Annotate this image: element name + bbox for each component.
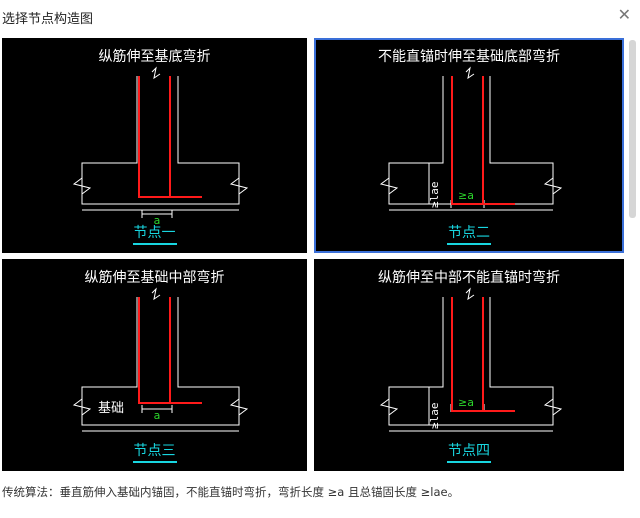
node-1-label: 节点一 xyxy=(132,222,177,245)
node-option-3[interactable]: 基础 a 纵筋伸至基础中部弯折 节点三 xyxy=(2,259,307,471)
node-1-title: 纵筋伸至基底弯折 xyxy=(98,49,211,65)
node-3-dim-text: a xyxy=(154,409,161,422)
description-text: 传统算法：垂直筋伸入基础内锚固，不能直锚时弯折，弯折长度 ≥a 且总锚固长度 ≥… xyxy=(2,485,460,499)
node-3-drawing: 基础 a xyxy=(72,287,249,432)
node-4-drawing: ≥lae ≥a xyxy=(379,287,563,432)
node-2-lae-text: ≥lae xyxy=(428,182,441,209)
node-4-title: 纵筋伸至中部不能直锚时弯折 xyxy=(378,270,560,286)
node-2-label: 节点二 xyxy=(447,222,491,245)
node-option-4[interactable]: ≥lae ≥a 纵筋伸至中部不能直锚时弯折 节点四 xyxy=(314,259,624,471)
window-title: 选择节点构造图 xyxy=(2,12,94,27)
node-2-dim-text: ≥a xyxy=(458,189,474,202)
node-3-base-text: 基础 xyxy=(98,401,124,416)
node-2-title: 不能直锚时伸至基础底部弯折 xyxy=(378,49,560,65)
node-option-1[interactable]: a 纵筋伸至基底弯折 节点一 xyxy=(2,38,307,253)
vertical-scrollbar[interactable] xyxy=(629,40,636,218)
node-4-label: 节点四 xyxy=(447,440,491,463)
node-1-dim-text: a xyxy=(154,214,161,227)
close-icon[interactable]: ✕ xyxy=(617,5,631,24)
node-4-dim-text: ≥a xyxy=(458,396,474,409)
node-option-2[interactable]: ≥lae ≥a 不能直锚时伸至基础底部弯折 节点二 xyxy=(314,38,624,253)
title-bar: 选择节点构造图 ✕ xyxy=(0,0,640,34)
node-2-drawing: ≥lae ≥a xyxy=(379,66,563,211)
node-4-lae-text: ≥lae xyxy=(428,403,441,430)
node-3-label: 节点三 xyxy=(132,440,177,463)
node-3-title: 纵筋伸至基础中部弯折 xyxy=(84,270,225,286)
node-1-drawing: a xyxy=(72,66,249,227)
